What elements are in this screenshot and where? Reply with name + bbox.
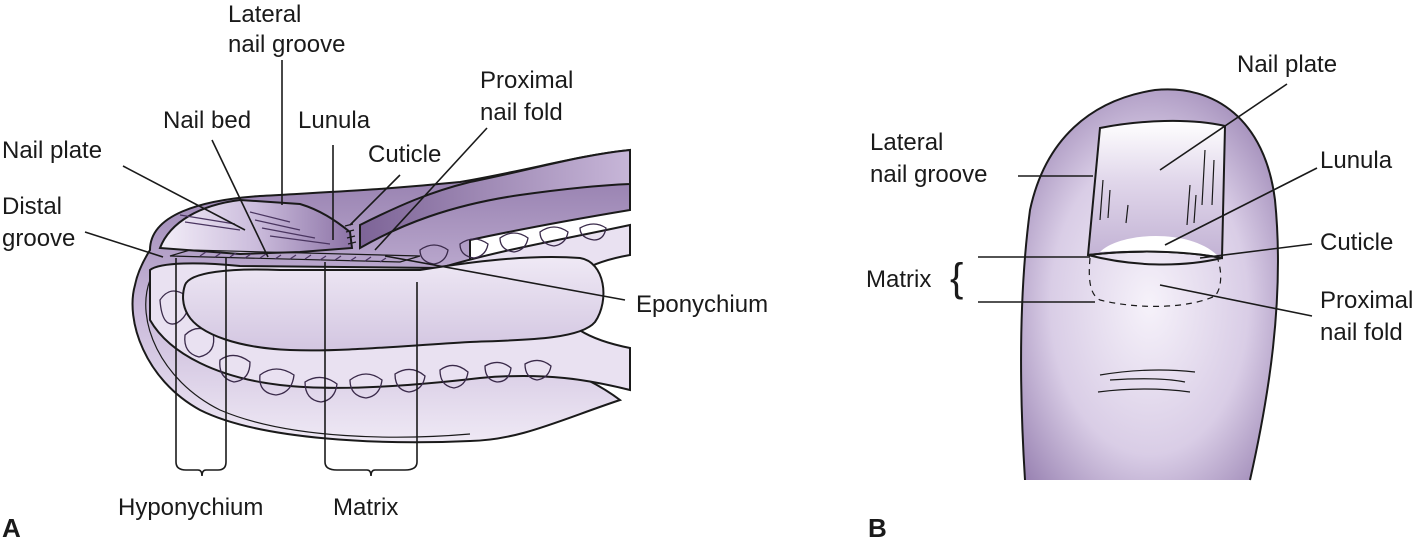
panel-a-leader-lines [84, 60, 626, 477]
label-b-matrix: Matrix [866, 266, 931, 293]
lunula-shape [1100, 236, 1218, 256]
matrix-dashed-outline [1088, 257, 1222, 307]
label-b-matrix-brace: { [950, 256, 963, 300]
label-a-proximal-nail-fold-line1: Proximal [480, 67, 573, 94]
panel-b-leader-lines [978, 83, 1318, 317]
panel-a-letter: A [2, 513, 21, 543]
nail-plate-streaks [1099, 149, 1215, 226]
label-a-hyponychium: Hyponychium [118, 494, 263, 521]
nail-bed-hatching [199, 251, 387, 263]
label-a-eponychium: Eponychium [636, 291, 768, 318]
label-a-cuticle: Cuticle [368, 141, 441, 168]
panel-a-illustration [131, 148, 631, 444]
knuckle-creases [1097, 369, 1196, 393]
label-b-proximal-nail-fold-line1: Proximal [1320, 287, 1413, 314]
proximal-nail-fold-shape [359, 148, 631, 250]
label-b-cuticle: Cuticle [1320, 229, 1393, 256]
cuticle-curve [1087, 250, 1223, 266]
distal-phalanx-bone [182, 255, 605, 352]
label-a-distal-groove-line2: groove [2, 225, 75, 252]
label-a-distal-groove-line1: Distal [2, 193, 62, 220]
label-b-proximal-nail-fold-line2: nail fold [1320, 319, 1403, 346]
nail-plate-hatching [179, 211, 331, 245]
panel-b-illustration [1020, 88, 1279, 481]
label-a-nail-plate: Nail plate [2, 137, 102, 164]
label-a-nail-bed: Nail bed [163, 107, 251, 134]
label-b-lunula: Lunula [1320, 147, 1393, 174]
label-b-lateral-nail-groove-line2: nail groove [870, 161, 987, 188]
panel-b-letter: B [868, 513, 887, 543]
label-a-lunula: Lunula [298, 107, 371, 134]
label-b-lateral-nail-groove-line1: Lateral [870, 129, 943, 156]
label-a-lateral-nail-groove-line2: nail groove [228, 31, 345, 58]
label-a-matrix: Matrix [333, 494, 398, 521]
label-b-nail-plate: Nail plate [1237, 51, 1337, 78]
cuticle-marks [344, 223, 357, 245]
panel-b-labels: Nail plate Lateral nail groove Lunula Cu… [866, 51, 1413, 543]
label-a-proximal-nail-fold-line2: nail fold [480, 99, 563, 126]
label-a-lateral-nail-groove-line1: Lateral [228, 1, 301, 28]
panel-a-labels: Lateral nail groove Proximal nail fold N… [2, 1, 768, 543]
nail-bed-band [169, 249, 421, 263]
